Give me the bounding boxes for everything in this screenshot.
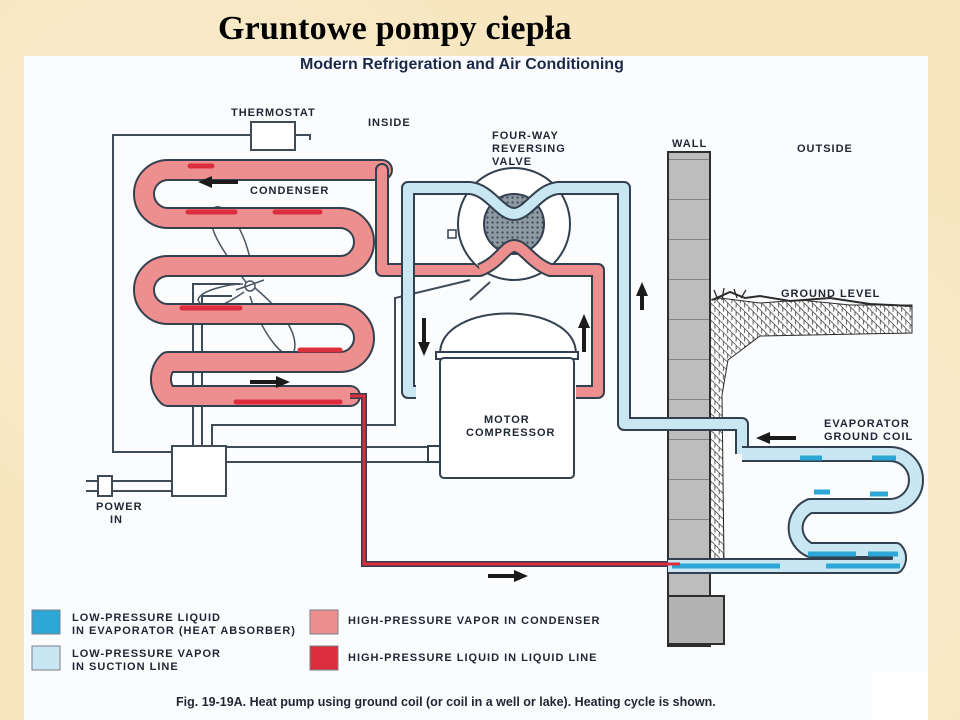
label-thermostat: THERMOSTAT bbox=[231, 107, 316, 119]
liquid-droplets bbox=[179, 163, 343, 405]
label-compressor-1: MOTOR bbox=[484, 414, 530, 426]
evaporator-ground-coil bbox=[668, 446, 924, 574]
legend-swatch-high-vapor bbox=[309, 609, 339, 635]
control-box bbox=[171, 445, 227, 497]
arrow-up-icon bbox=[578, 314, 590, 352]
label-ground-level: GROUND LEVEL bbox=[781, 288, 881, 300]
grass-tuft-icon bbox=[713, 287, 747, 301]
label-inside: INSIDE bbox=[368, 117, 411, 129]
ground-surface bbox=[711, 290, 913, 307]
legend-text-high-vapor: HIGH-PRESSURE VAPOR IN CONDENSER bbox=[348, 615, 601, 627]
legend-swatch-low-vapor bbox=[31, 645, 61, 671]
figure-header: Modern Refrigeration and Air Conditionin… bbox=[300, 56, 624, 73]
figure-caption: Fig. 19-19A. Heat pump using ground coil… bbox=[176, 695, 716, 709]
label-wall: WALL bbox=[672, 138, 708, 150]
arrow-left-icon bbox=[198, 176, 238, 188]
legend-text-low-vapor-1: LOW-PRESSURE VAPOR bbox=[72, 648, 221, 660]
legend-text-low-vapor-2: IN SUCTION LINE bbox=[72, 661, 179, 673]
liquid-line bbox=[350, 393, 672, 567]
evaporator-liquid bbox=[672, 455, 900, 569]
condenser-coil bbox=[133, 159, 487, 407]
label-power-1: POWER bbox=[96, 501, 143, 513]
arrow-down-icon bbox=[418, 318, 430, 356]
label-valve-2: REVERSING bbox=[492, 143, 566, 155]
legend-text-low-liquid-2: IN EVAPORATOR (HEAT ABSORBER) bbox=[72, 625, 296, 637]
label-evaporator-1: EVAPORATOR bbox=[824, 418, 910, 430]
flow-arrows bbox=[198, 176, 796, 582]
label-power-2: IN bbox=[110, 514, 123, 526]
label-condenser: CONDENSER bbox=[250, 185, 330, 197]
corner-patch bbox=[872, 672, 928, 720]
label-valve-3: VALVE bbox=[492, 156, 533, 168]
arrow-right-icon bbox=[488, 570, 528, 582]
label-valve-1: FOUR-WAY bbox=[492, 130, 559, 142]
legend-swatches bbox=[31, 609, 339, 671]
label-evaporator-2: GROUND COIL bbox=[824, 431, 914, 443]
legend-swatch-low-liquid bbox=[31, 609, 61, 635]
legend-text-low-liquid-1: LOW-PRESSURE LIQUID bbox=[72, 612, 221, 624]
legend-swatch-high-liquid bbox=[309, 645, 339, 671]
discharge-line bbox=[476, 239, 605, 399]
slide-title: Gruntowe pompy ciepła bbox=[218, 10, 572, 47]
label-compressor-2: COMPRESSOR bbox=[466, 427, 556, 439]
wall-footing bbox=[667, 595, 725, 645]
arrow-left-icon bbox=[756, 432, 796, 444]
arrow-right-icon bbox=[250, 376, 290, 388]
motor-compressor bbox=[427, 281, 579, 479]
power-plug-icon bbox=[86, 475, 113, 497]
arrow-up-icon bbox=[636, 282, 648, 310]
legend-text-high-liquid: HIGH-PRESSURE LIQUID IN LIQUID LINE bbox=[348, 652, 598, 664]
suction-lines bbox=[401, 181, 749, 454]
thermostat bbox=[250, 121, 296, 151]
label-outside: OUTSIDE bbox=[797, 143, 853, 155]
